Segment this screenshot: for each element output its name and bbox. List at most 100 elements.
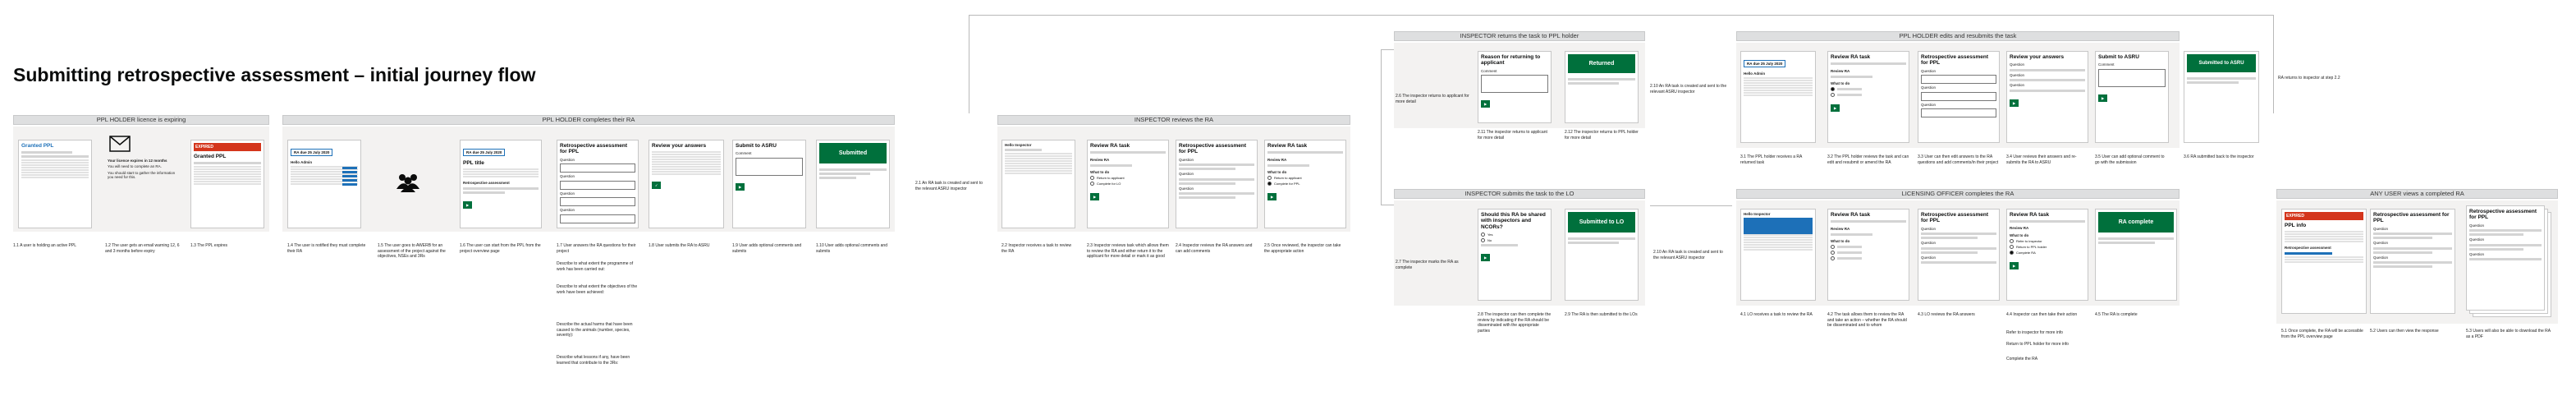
radio-option[interactable] — [1831, 245, 1906, 250]
screen-review-answers[interactable]: Review your answers ✓ — [649, 140, 724, 228]
question-label: Question — [2469, 223, 2485, 228]
radio-circle — [2010, 251, 2014, 256]
question-label: Question — [2373, 226, 2389, 231]
screen-lo-tasks[interactable]: Hello Inspector — [1740, 209, 1816, 301]
return-button[interactable]: ▶ — [1481, 100, 1491, 108]
section-label: Review RA — [1090, 158, 1110, 163]
table-row — [1005, 173, 1072, 176]
screen-active-ppl: Granted PPL — [18, 140, 92, 228]
screen-ra-form[interactable]: Retrospective assessment for PPL Questio… — [557, 140, 639, 228]
screen-review-ra-task[interactable]: Review RA task Review RA What to do Retu… — [1087, 140, 1169, 228]
reason-field[interactable] — [1481, 75, 1548, 94]
submit-button[interactable]: ▶ — [2010, 99, 2019, 107]
view-link[interactable] — [2285, 251, 2332, 255]
expired-banner: EXPIRED — [2285, 212, 2363, 220]
screen-heading: Review your answers — [2010, 54, 2065, 60]
screen-holder-tasks[interactable]: RA due 25 July 2020 Hello Admin — [1740, 51, 1816, 143]
screen-share-ra[interactable]: Should this RA be shared with inspectors… — [1478, 209, 1552, 301]
greeting: Hello Inspector — [1744, 212, 1771, 216]
table-row — [2285, 258, 2363, 261]
submit-button[interactable]: ▶ — [736, 182, 745, 191]
caption: 2.2 Inspector receives a task to review … — [1002, 243, 1072, 254]
screen-heading: Reason for returning to applicant — [1481, 54, 1541, 67]
answer-field[interactable] — [1921, 108, 1996, 118]
answer-field[interactable] — [1921, 75, 1996, 85]
table-row — [1744, 242, 1813, 245]
screen-inspector-action[interactable]: Review RA task Review RA What to do Retu… — [1264, 140, 1346, 228]
table-row — [291, 173, 358, 177]
answer-field[interactable] — [1921, 91, 1996, 101]
screen-holder-review-answers[interactable]: Review your answers Question Question Qu… — [2006, 51, 2088, 143]
radio-edit[interactable] — [1831, 87, 1906, 92]
radio-option[interactable] — [1831, 256, 1906, 261]
table-row — [1744, 249, 1813, 252]
radio-return[interactable]: Return to applicant — [1267, 176, 1343, 181]
screen-holder-edit-form[interactable]: Retrospective assessment for PPL Questio… — [1918, 51, 2000, 143]
screen-task-list[interactable]: RA due 25 July 2020 Hello Admin — [287, 140, 361, 228]
answer-field[interactable] — [560, 214, 635, 223]
radio-complete[interactable]: Complete for PPL — [1267, 182, 1343, 186]
continue-button[interactable]: ✓ — [652, 182, 662, 190]
question-label: Question — [2010, 72, 2025, 77]
screen-submitted-asru: Submitted to ASRU — [2184, 51, 2259, 143]
submit-button[interactable]: ▶ — [1481, 254, 1491, 262]
screen-return-reason[interactable]: Reason for returning to applicant Commen… — [1478, 51, 1552, 123]
radio-refer[interactable]: Refer to inspector — [2010, 239, 2085, 244]
caption: 4.3 LO reviews the RA answers — [1918, 312, 1975, 317]
continue-button[interactable]: ▶ — [1267, 193, 1277, 201]
stage-band-lo: LICENSING OFFICER completes the RA — [1736, 189, 2180, 199]
status-column — [342, 165, 357, 187]
table-row — [1005, 170, 1072, 173]
screen-lo-review-task[interactable]: Review RA task Review RA What to do — [1827, 209, 1909, 301]
table-row — [1744, 244, 1813, 247]
table-row — [1744, 239, 1813, 242]
screen-heading: Retrospective assessment for PPL — [1179, 143, 1247, 155]
radio-return[interactable]: Return to PPL holder — [2010, 245, 2085, 250]
radio-label: Return to applicant — [1097, 176, 1125, 181]
screen-expired-ppl-view[interactable]: EXPIRED PPL info Retrospective assessmen… — [2281, 209, 2367, 314]
stage-band-holder: PPL HOLDER completes their RA — [282, 115, 895, 125]
answer-field[interactable] — [560, 197, 635, 207]
radio-label: Refer to inspector — [2016, 239, 2042, 244]
radio-yes[interactable]: Yes — [1481, 233, 1548, 237]
answer-field[interactable] — [560, 180, 635, 190]
screen-holder-submit[interactable]: Submit to ASRU Comment ▶ — [2095, 51, 2169, 143]
submit-button[interactable]: ▶ — [2098, 94, 2108, 102]
radio-complete[interactable]: Complete for LO — [1090, 182, 1166, 186]
screen-lo-action[interactable]: Review RA task Review RA What to do Refe… — [2006, 209, 2088, 301]
question-label: Question — [1921, 255, 1937, 260]
submitted-banner: Submitted — [819, 143, 887, 163]
continue-button[interactable]: ▶ — [1090, 193, 1100, 201]
answer-field[interactable] — [560, 163, 635, 173]
screen-holder-review-task[interactable]: Review RA task Review RA What to do ▶ — [1827, 51, 1909, 143]
radio-return[interactable]: Return to applicant — [1090, 176, 1166, 181]
comment-field[interactable] — [736, 157, 803, 176]
start-button[interactable]: ▶ — [463, 200, 473, 209]
question-label: Question — [1921, 85, 1937, 90]
question-label: Question — [2010, 62, 2025, 67]
continue-button[interactable]: ▶ — [1831, 104, 1840, 113]
radio-circle — [1090, 176, 1094, 181]
text-line — [2373, 233, 2452, 236]
caption: 2.8 The inspector can then complete the … — [1478, 312, 1552, 334]
stage-band-returns: INSPECTOR returns the task to PPL holder — [1394, 31, 1645, 41]
radio-option[interactable] — [1831, 251, 1906, 256]
text-line — [1831, 75, 1872, 78]
text-line — [2373, 237, 2432, 240]
screen-inspector-tasks[interactable]: Hello Inspector — [1002, 140, 1075, 228]
text-line — [1267, 163, 1309, 167]
question-label: Question — [2469, 237, 2485, 242]
radio-complete[interactable]: Complete RA — [2010, 251, 2085, 256]
comment-field[interactable] — [2098, 68, 2166, 87]
radio-no[interactable]: No — [1481, 238, 1548, 243]
screen-ppl-overview[interactable]: RA due 25 July 2020 PPL title Retrospect… — [460, 140, 542, 228]
text-line — [2010, 220, 2085, 223]
radio-circle — [1267, 182, 1272, 186]
caption: 2.10 An RA task is created and sent to t… — [1653, 250, 1723, 260]
table-row — [2285, 241, 2363, 244]
radio-other[interactable] — [1831, 93, 1906, 98]
screen-submit-asru[interactable]: Submit to ASRU Comment ▶ — [732, 140, 806, 228]
text-line — [1090, 163, 1132, 167]
text-line — [1921, 237, 1978, 240]
continue-button[interactable]: ▶ — [2010, 262, 2019, 270]
